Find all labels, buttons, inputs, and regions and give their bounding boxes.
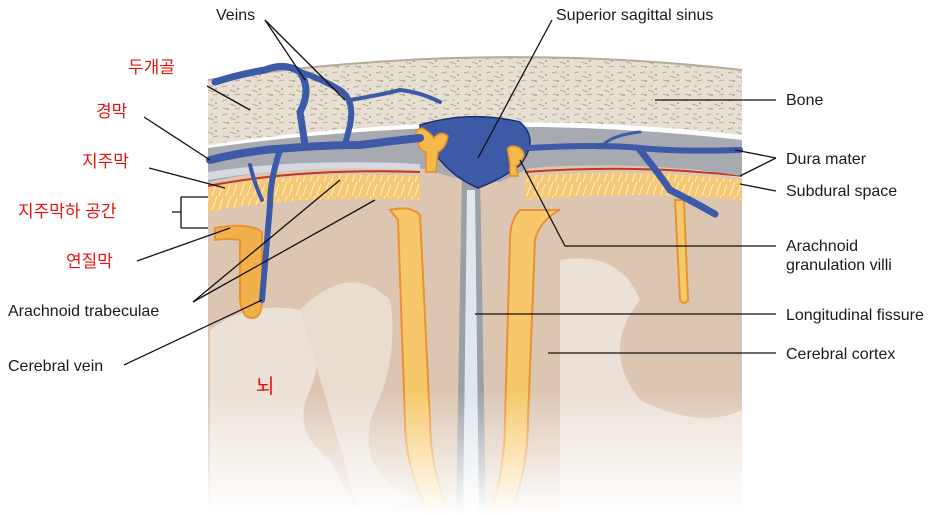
label-arachnoid-line-1: Arachnoid: [786, 238, 859, 255]
label-arachnoid-trabeculae: Arachnoid trabeculae: [8, 303, 160, 320]
label-korean-brain: 뇌: [256, 376, 275, 398]
label-longitudinal-fissure: Longitudinal fissure: [786, 307, 924, 324]
skull-bone: [208, 57, 742, 146]
label-cerebral-cortex: Cerebral cortex: [786, 346, 896, 363]
veins-network: [206, 63, 743, 303]
bone-top-edge: [207, 56, 743, 81]
pia-mater-gyri: [214, 224, 263, 320]
label-korean-pia: 연질막: [66, 252, 113, 271]
label-korean-arachnoid: 지주막: [82, 152, 129, 171]
arachnoid-granulation-right: [506, 145, 525, 177]
subarachnoid-space: [208, 174, 420, 212]
subarachnoid-space-right: [525, 172, 742, 200]
label-korean-skull: 두개골: [128, 58, 175, 77]
label-veins: Veins: [216, 7, 256, 24]
arachnoid-line-left: [207, 170, 421, 187]
label-dura-mater: Dura mater: [786, 151, 867, 168]
label-subdural-space: Subdural space: [786, 183, 898, 200]
label-superior-sagittal-sinus: Superior sagittal sinus: [556, 7, 714, 24]
label-korean-subarachnoid-space: 지주막하 공간: [18, 202, 117, 221]
dura-light-band: [208, 162, 420, 180]
label-cerebral-vein: Cerebral vein: [8, 358, 104, 375]
arachnoid-line-right: [524, 167, 743, 177]
right-sulcus: [673, 199, 690, 304]
superior-sagittal-sinus: [419, 115, 531, 189]
bottom-fade: [208, 390, 748, 515]
leader-lines: [123, 19, 777, 366]
label-arachnoid-granulation-villi: Arachnoid granulation villi: [786, 237, 926, 275]
label-korean-dura: 경막: [96, 102, 128, 121]
label-arachnoid-line-2: granulation villi: [786, 257, 892, 274]
label-bone: Bone: [786, 92, 824, 109]
